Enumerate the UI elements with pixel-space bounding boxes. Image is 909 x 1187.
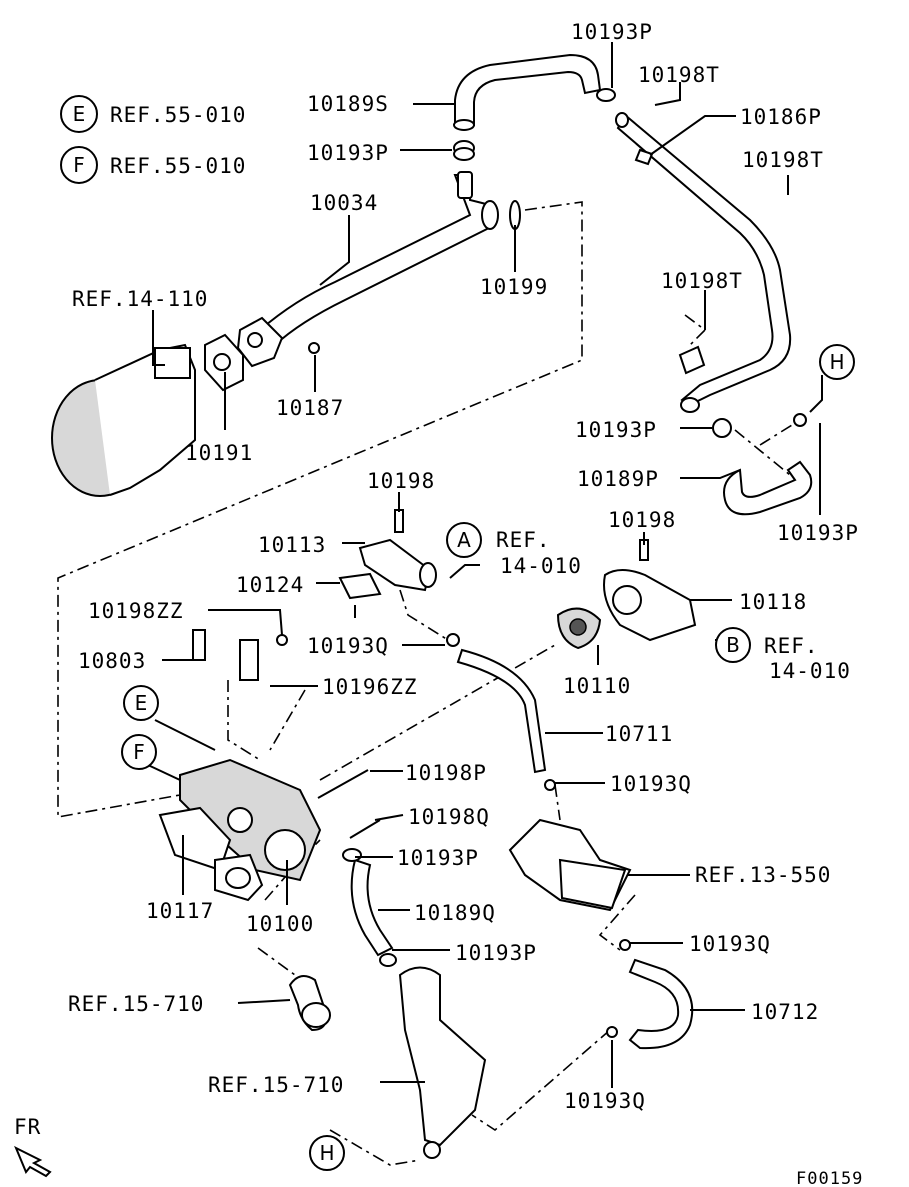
heater-pipe-bottom <box>288 966 487 1159</box>
figure-code: F00159 <box>796 1169 863 1187</box>
part-label: 10189Q <box>414 901 496 925</box>
callout-e <box>123 685 159 721</box>
part-label: 10193Q <box>307 634 389 658</box>
part-label: 10193P <box>575 418 657 442</box>
part-label: 10711 <box>605 722 673 746</box>
part-label: 10117 <box>146 899 214 923</box>
callout-circles: E F A B E F H H <box>60 95 855 1171</box>
callout-e-ref <box>60 95 98 133</box>
ref-f-label: REF.55-010 <box>110 154 246 178</box>
part-label: 10193P <box>777 521 859 545</box>
callout-a <box>446 522 482 558</box>
part-label: 10193P <box>455 941 537 965</box>
ref-label: REF. <box>764 634 819 658</box>
ref-label: REF. <box>496 528 551 552</box>
callout-h-top <box>819 344 855 380</box>
part-label: 10198T <box>638 63 720 87</box>
leader-lines <box>147 42 823 1088</box>
part-label: 10193P <box>307 141 389 165</box>
part-label: 10193P <box>397 846 479 870</box>
part-label: 10186P <box>740 105 822 129</box>
part-label: 10189P <box>577 467 659 491</box>
part-label: 10198P <box>405 761 487 785</box>
part-label: 10198T <box>661 269 743 293</box>
ref-e-label: REF.55-010 <box>110 103 246 127</box>
part-label: 10198 <box>608 508 676 532</box>
callout-h-bottom <box>309 1135 345 1171</box>
part-label: 10187 <box>276 396 344 420</box>
part-label: 10193P <box>571 20 653 44</box>
part-label: 10189S <box>307 92 389 116</box>
hose-10711 <box>446 633 556 791</box>
callout-b <box>715 627 751 663</box>
water-outlet-10118 <box>556 539 697 650</box>
part-label: 10193Q <box>564 1089 646 1113</box>
front-arrow-icon <box>14 1145 52 1178</box>
callout-f-letter: F <box>133 740 145 764</box>
callout-h-bottom-letter: H <box>319 1141 334 1165</box>
water-pipe-10034 <box>236 171 521 368</box>
ref-label: REF.14-110 <box>72 287 208 311</box>
water-pump-housing <box>51 333 244 497</box>
ref-label: REF.15-710 <box>208 1073 344 1097</box>
hose-10712 <box>606 939 694 1050</box>
ref-label: REF.13-550 <box>695 863 831 887</box>
part-label: 10193Q <box>689 932 771 956</box>
callout-e-letter: E <box>135 691 148 715</box>
part-label: 10100 <box>246 912 314 936</box>
ref-label: REF.15-710 <box>68 992 204 1016</box>
callout-e-ref-letter: E <box>73 102 86 126</box>
ref-label: 14-010 <box>769 659 851 683</box>
part-label: 10198 <box>367 469 435 493</box>
callout-f-ref-letter: F <box>73 153 85 177</box>
callout-a-letter: A <box>457 528 471 552</box>
part-label: 10199 <box>480 275 548 299</box>
part-label: 10198T <box>742 148 824 172</box>
part-label: 10113 <box>258 533 326 557</box>
ref-label: 14-010 <box>500 554 582 578</box>
part-label: 10110 <box>563 674 631 698</box>
part-label: 10712 <box>751 1000 819 1024</box>
hose-10189q <box>342 848 397 967</box>
part-label: 10118 <box>739 590 807 614</box>
callout-h-top-letter: H <box>829 350 844 374</box>
callout-f-ref <box>60 146 98 184</box>
part-label: 10124 <box>236 573 304 597</box>
part-label: 10193Q <box>610 772 692 796</box>
hose-10189s <box>453 53 602 131</box>
water-inlet-10100 <box>158 629 322 902</box>
part-label: 10034 <box>310 191 378 215</box>
boundary-lines <box>57 201 801 1166</box>
bolts <box>276 634 381 839</box>
clamps-top <box>453 88 616 161</box>
hose-10189p <box>712 413 813 516</box>
thermostat-housing-10113 <box>338 509 437 600</box>
labels: REF.55-010 REF.55-010 10193P 10198T 1018… <box>14 20 863 1187</box>
water-pipe-10186p <box>615 112 792 413</box>
throttle-body <box>508 818 632 912</box>
part-label: 10191 <box>185 441 253 465</box>
front-label: FR <box>14 1115 41 1139</box>
part-label: 10198ZZ <box>88 599 184 623</box>
callout-f <box>121 734 157 770</box>
part-label: 10803 <box>78 649 146 673</box>
part-label: 10196ZZ <box>322 675 418 699</box>
part-label: 10198Q <box>408 805 490 829</box>
callout-b-letter: B <box>726 633 740 657</box>
